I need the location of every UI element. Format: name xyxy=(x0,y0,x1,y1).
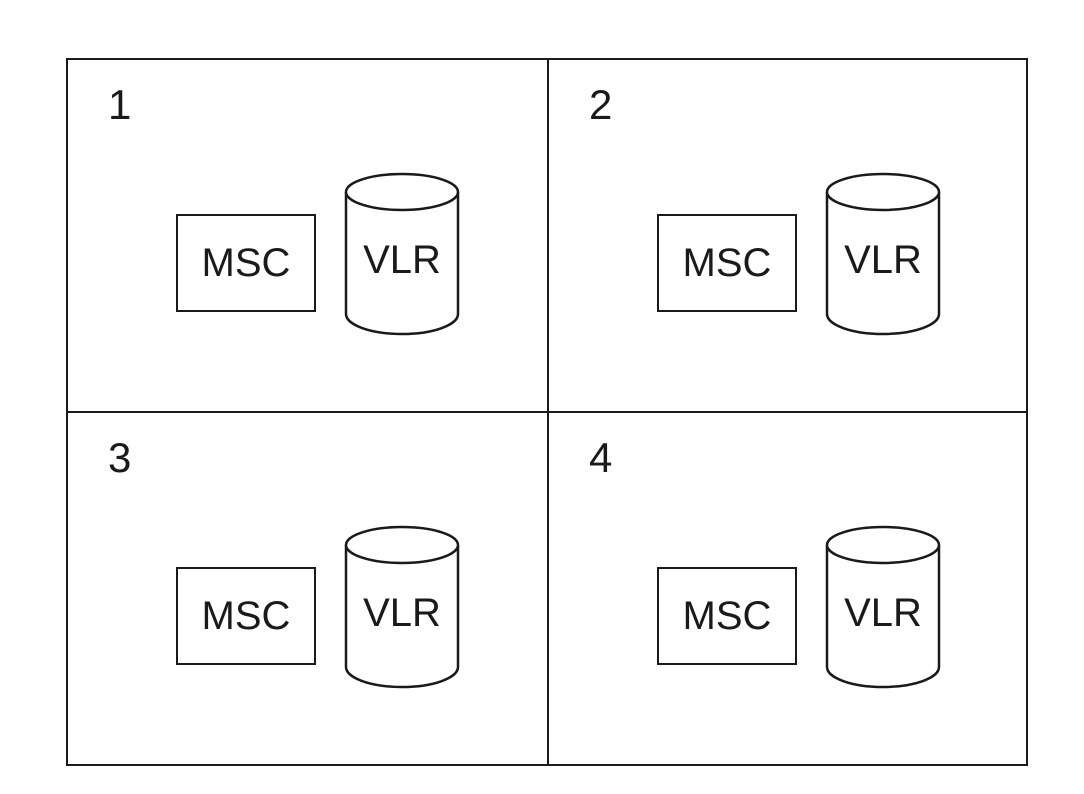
vlr-label: VLR xyxy=(363,591,441,635)
area-cell-4: 4 MSC VLR xyxy=(549,413,1029,765)
msc-box: MSC xyxy=(176,214,316,312)
vlr-label: VLR xyxy=(363,238,441,282)
grid-horizontal-divider xyxy=(66,411,1028,413)
vlr-label: VLR xyxy=(844,591,922,635)
vlr-database: VLR xyxy=(344,172,460,336)
vlr-database: VLR xyxy=(344,525,460,689)
area-cell-3: 3 MSC VLR xyxy=(68,413,548,765)
database-cylinder-icon xyxy=(825,525,941,689)
msc-box: MSC xyxy=(176,567,316,665)
vlr-label: VLR xyxy=(844,238,922,282)
area-cell-1: 1 MSC VLR xyxy=(68,60,548,412)
msc-box: MSC xyxy=(657,214,797,312)
database-cylinder-icon xyxy=(825,172,941,336)
msc-box: MSC xyxy=(657,567,797,665)
database-cylinder-icon xyxy=(344,525,460,689)
area-number: 1 xyxy=(108,81,132,128)
area-number: 4 xyxy=(589,434,613,481)
area-number: 3 xyxy=(108,434,132,481)
database-cylinder-icon xyxy=(344,172,460,336)
area-cell-2: 2 MSC VLR xyxy=(549,60,1029,412)
vlr-database: VLR xyxy=(825,172,941,336)
area-number: 2 xyxy=(589,81,613,128)
vlr-database: VLR xyxy=(825,525,941,689)
